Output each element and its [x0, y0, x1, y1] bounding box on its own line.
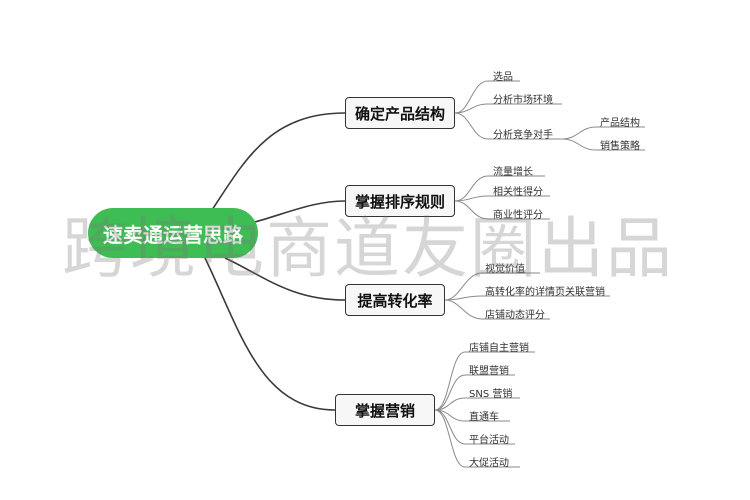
- leaf-subitem[interactable]: 产品结构: [600, 118, 640, 129]
- leaf-item[interactable]: 视觉价值: [485, 264, 525, 275]
- connector-root-branch-4: [204, 257, 336, 411]
- leafline-1-3: [454, 112, 489, 140]
- connector-root-branch-3: [224, 257, 346, 301]
- leafline-3-1: [444, 272, 483, 301]
- leaf-item[interactable]: 相关性得分: [493, 187, 543, 198]
- connector-root-branch-2: [254, 200, 346, 223]
- leaf-item[interactable]: 选品: [493, 72, 513, 83]
- leaf-item[interactable]: 商业性评分: [493, 210, 543, 221]
- leaf-item[interactable]: 直通车: [469, 412, 499, 423]
- root-node[interactable]: 速卖通运营思路: [88, 208, 258, 258]
- leaf-item[interactable]: SNS 营销: [469, 389, 513, 400]
- leaf-item[interactable]: 流量增长: [493, 167, 533, 178]
- leafline-2-3: [454, 200, 489, 220]
- leaf-item[interactable]: 店铺动态评分: [485, 310, 545, 321]
- leaf-item[interactable]: 分析市场环境: [493, 95, 553, 106]
- leaf-subitem[interactable]: 销售策略: [600, 141, 640, 152]
- leafline-4-6: [434, 409, 466, 468]
- leaf-item[interactable]: 分析竞争对手: [493, 130, 553, 141]
- leafline-3-2: [444, 295, 483, 301]
- leafline-4-3: [434, 397, 466, 411]
- leaf-item[interactable]: 店铺自主营销: [469, 343, 529, 354]
- leafline-1-2: [454, 103, 489, 114]
- leafline-3-3: [444, 299, 483, 320]
- leafline-1-3-2: [561, 138, 597, 151]
- branch-node-conversion-rate[interactable]: 提高转化率: [345, 284, 445, 316]
- leafline-1-1: [454, 80, 489, 114]
- branch-node-ranking-rules[interactable]: 掌握排序规则: [345, 185, 455, 217]
- leaf-item[interactable]: 高转化率的详情页关联营销: [485, 287, 605, 298]
- leaf-item[interactable]: 大促活动: [469, 458, 509, 469]
- leafline-4-1: [434, 351, 466, 411]
- leafline-2-1: [454, 175, 489, 202]
- leafline-4-2: [434, 374, 466, 411]
- connector-root-branch-1: [211, 112, 346, 211]
- branch-node-product-structure[interactable]: 确定产品结构: [345, 97, 455, 129]
- leaf-item[interactable]: 平台活动: [469, 435, 509, 446]
- leaf-item[interactable]: 联盟营销: [469, 366, 509, 377]
- leafline-1-3-1: [561, 126, 597, 140]
- watermark-text: 跨境电商道友圈出品: [62, 210, 674, 287]
- branch-node-marketing[interactable]: 掌握营销: [335, 394, 435, 426]
